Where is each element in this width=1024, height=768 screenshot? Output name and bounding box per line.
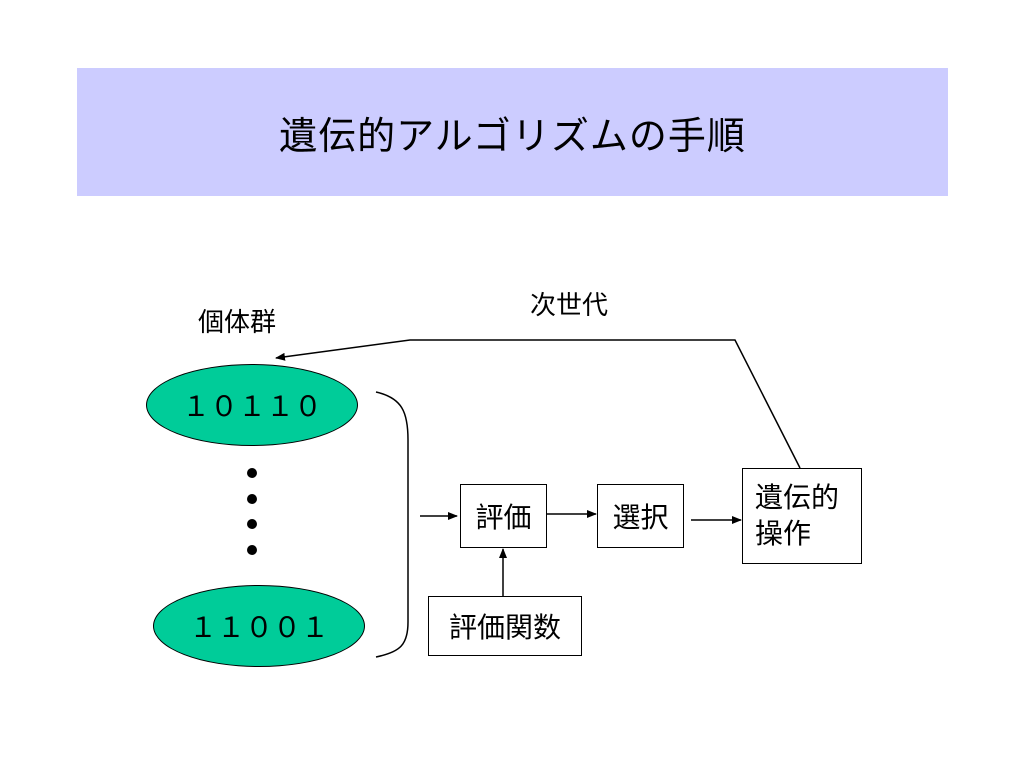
dot-icon	[247, 519, 257, 529]
page-title: 遺伝的アルゴリズムの手順	[279, 113, 746, 158]
selection-box: 選択	[597, 484, 684, 548]
title-bar: 遺伝的アルゴリズムの手順	[77, 68, 948, 196]
individual-bottom: １１００１	[153, 585, 365, 667]
selection-label: 選択	[612, 501, 669, 534]
evaluation-box: 評価	[460, 484, 547, 548]
dot-icon	[247, 468, 257, 478]
individual-top-value: １０１１０	[181, 390, 322, 423]
genetic-operation-line1: 遺伝的	[755, 481, 840, 514]
dot-icon	[247, 545, 257, 555]
next-generation-label: 次世代	[530, 291, 609, 321]
dot-icon	[247, 494, 257, 504]
genetic-operation-box: 遺伝的 操作	[742, 468, 862, 564]
individual-bottom-value: １１００１	[188, 611, 329, 644]
population-label: 個体群	[198, 308, 277, 338]
population-bracket	[375, 391, 409, 658]
individual-top: １０１１０	[146, 364, 358, 446]
fitness-function-label: 評価関数	[448, 611, 561, 644]
next-generation-arrow	[275, 339, 801, 469]
fitness-function-box: 評価関数	[428, 596, 582, 656]
genetic-operation-line2: 操作	[755, 517, 812, 550]
evaluation-label: 評価	[475, 501, 532, 534]
